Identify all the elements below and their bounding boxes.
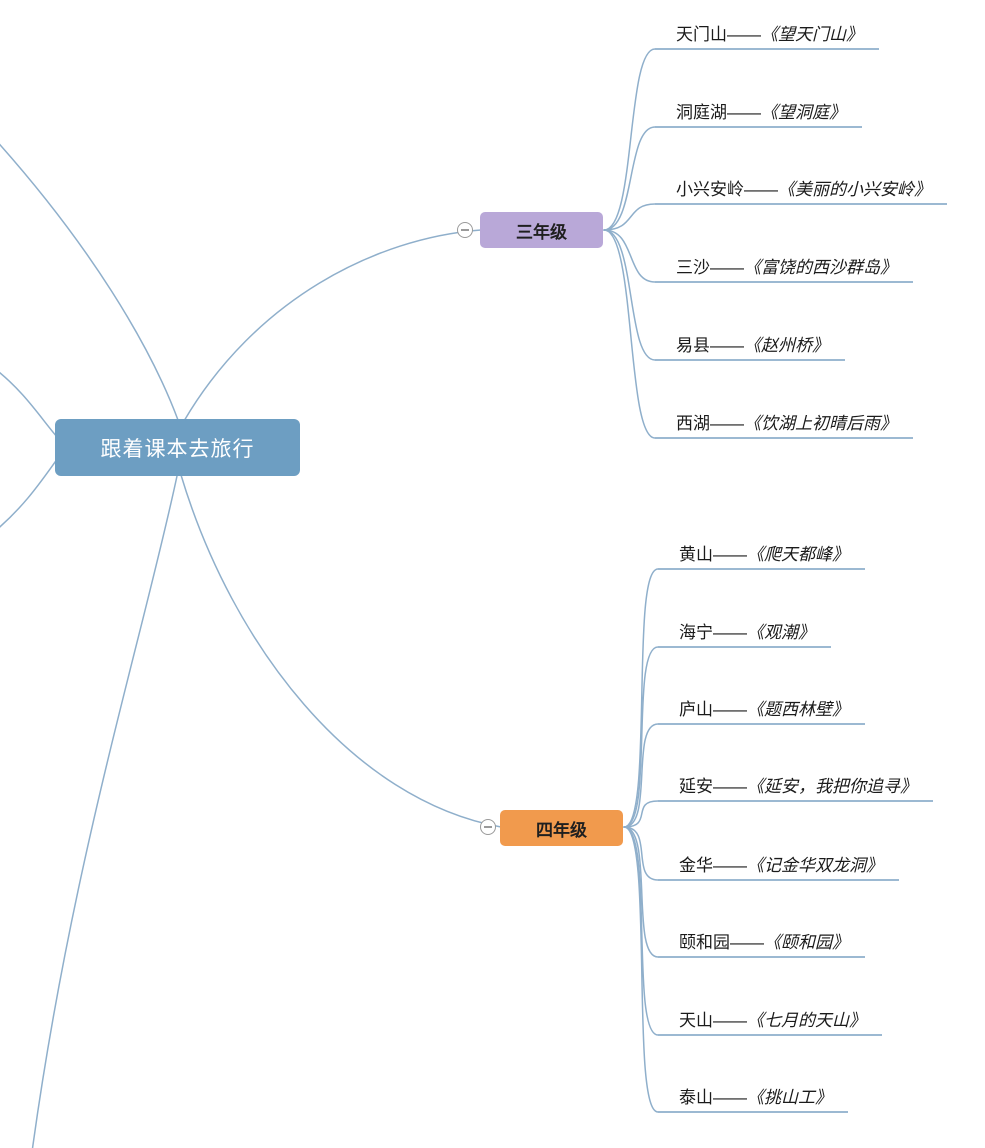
leaf-separator: —— xyxy=(713,777,747,796)
leaf-separator: —— xyxy=(713,856,747,875)
root-label: 跟着课本去旅行 xyxy=(100,437,255,461)
leaf-book-title: 《题西林壁》 xyxy=(747,700,849,719)
leaf-place: 天门山 xyxy=(676,25,727,44)
branch-node-grade4[interactable]: 四年级 xyxy=(500,810,623,846)
branch-label: 四年级 xyxy=(536,820,587,840)
leaf-book-title: 《挑山工》 xyxy=(747,1088,832,1107)
leaf-separator: —— xyxy=(713,1011,747,1030)
leaf-separator: —— xyxy=(710,258,744,277)
collapse-button-grade4[interactable] xyxy=(480,819,496,835)
leaf-place: 颐和园 xyxy=(679,933,730,952)
leaf-node[interactable]: 洞庭湖——《望洞庭》 xyxy=(655,100,862,128)
root-node[interactable]: 跟着课本去旅行 xyxy=(55,419,300,476)
left-curve-bottom xyxy=(31,475,178,1148)
leaf-book-title: 《七月的天山》 xyxy=(747,1011,866,1030)
leaf-book-title: 《富饶的西沙群岛》 xyxy=(744,258,897,277)
left-curve-low xyxy=(0,457,59,528)
leaf-separator: —— xyxy=(713,1088,747,1107)
leaf-place: 黄山 xyxy=(679,545,713,564)
leaf-place: 泰山 xyxy=(679,1088,713,1107)
minus-icon xyxy=(461,229,469,231)
leaf-node[interactable]: 金华——《记金华双龙洞》 xyxy=(658,853,899,881)
leaf-book-title: 《记金华双龙洞》 xyxy=(747,856,883,875)
leaf-node[interactable]: 庐山——《题西林壁》 xyxy=(658,697,865,725)
leaf-place: 海宁 xyxy=(679,623,713,642)
leaf-place: 金华 xyxy=(679,856,713,875)
leaf-place: 三沙 xyxy=(676,258,710,277)
leaf-book-title: 《爬天都峰》 xyxy=(747,545,849,564)
root-to-grade4 xyxy=(180,474,502,828)
branch-node-grade3[interactable]: 三年级 xyxy=(480,212,603,248)
leaf-place: 庐山 xyxy=(679,700,713,719)
leaf-place: 洞庭湖 xyxy=(676,103,727,122)
leaf-node[interactable]: 海宁——《观潮》 xyxy=(658,620,831,648)
leaf-book-title: 《望天门山》 xyxy=(761,25,863,44)
leaf-node[interactable]: 延安——《延安，我把你追寻》 xyxy=(658,774,933,802)
leaf-place: 延安 xyxy=(679,777,713,796)
leaf-place: 天山 xyxy=(679,1011,713,1030)
leaf-node[interactable]: 黄山——《爬天都峰》 xyxy=(658,542,865,570)
leaf-node[interactable]: 西湖——《饮湖上初晴后雨》 xyxy=(655,411,913,439)
root-to-grade3 xyxy=(183,229,482,422)
leaf-separator: —— xyxy=(730,933,764,952)
leaf-node[interactable]: 小兴安岭——《美丽的小兴安岭》 xyxy=(655,177,947,205)
branch-label: 三年级 xyxy=(516,222,567,242)
leaf-book-title: 《颐和园》 xyxy=(764,933,849,952)
leaf-separator: —— xyxy=(713,623,747,642)
leaf-book-title: 《饮湖上初晴后雨》 xyxy=(744,414,897,433)
minus-icon xyxy=(484,826,492,828)
leaf-book-title: 《观潮》 xyxy=(747,623,815,642)
leaf-separator: —— xyxy=(713,545,747,564)
leaf-separator: —— xyxy=(727,103,761,122)
leaf-separator: —— xyxy=(713,700,747,719)
left-curve-top xyxy=(0,143,179,421)
leaf-node[interactable]: 泰山——《挑山工》 xyxy=(658,1085,848,1113)
leaf-book-title: 《赵州桥》 xyxy=(744,336,829,355)
leaf-separator: —— xyxy=(710,336,744,355)
leaf-book-title: 《望洞庭》 xyxy=(761,103,846,122)
leaf-node[interactable]: 天门山——《望天门山》 xyxy=(655,22,879,50)
leaf-separator: —— xyxy=(744,180,778,199)
leaf-place: 小兴安岭 xyxy=(676,180,744,199)
leaf-node[interactable]: 天山——《七月的天山》 xyxy=(658,1008,882,1036)
leaf-place: 易县 xyxy=(676,336,710,355)
collapse-button-grade3[interactable] xyxy=(457,222,473,238)
leaf-book-title: 《延安，我把你追寻》 xyxy=(747,777,917,796)
leaf-separator: —— xyxy=(727,25,761,44)
leaf-place: 西湖 xyxy=(676,414,710,433)
leaf-separator: —— xyxy=(710,414,744,433)
leaf-node[interactable]: 易县——《赵州桥》 xyxy=(655,333,845,361)
leaf-node[interactable]: 颐和园——《颐和园》 xyxy=(658,930,865,958)
left-curve-mid xyxy=(0,371,59,439)
leaf-node[interactable]: 三沙——《富饶的西沙群岛》 xyxy=(655,255,913,283)
leaf-book-title: 《美丽的小兴安岭》 xyxy=(778,180,931,199)
